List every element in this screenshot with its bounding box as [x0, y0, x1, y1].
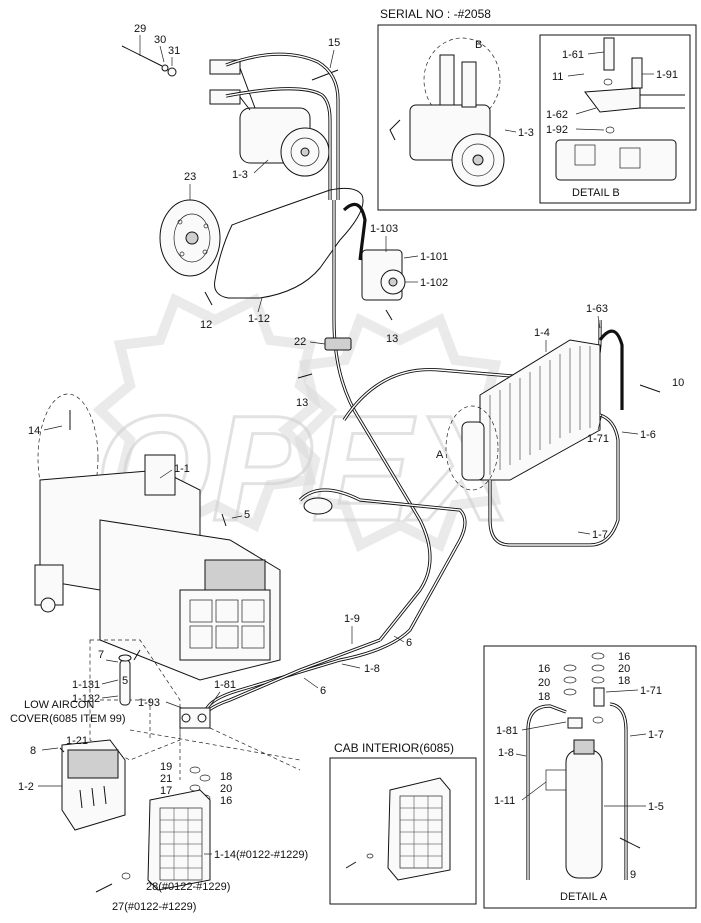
callout-a-20-right: 20	[618, 663, 630, 675]
lower-left-parts: 7 5 1-131 1-132 LOW AIRCON COVER(6085 IT…	[10, 639, 181, 831]
callout-a-1-5: 1-5	[648, 801, 664, 813]
cab-interior-inset: CAB INTERIOR(6085)	[329, 741, 477, 905]
callout-1-1: 1-1	[174, 463, 190, 475]
callout-17: 17	[160, 785, 172, 797]
callout-1-3-serial: 1-3	[518, 127, 534, 139]
callout-21: 21	[160, 773, 172, 785]
callout-22: 22	[294, 336, 306, 348]
callout-a-1-71: 1-71	[640, 685, 662, 697]
callout-1-132: 1-132	[72, 693, 100, 705]
callout-13-lower: 13	[296, 397, 308, 409]
callout-1-3-main: 1-3	[232, 169, 248, 181]
callout-1-63: 1-63	[586, 303, 608, 315]
callout-1-91: 1-91	[656, 69, 678, 81]
callout-30: 30	[154, 34, 166, 46]
receiver-assembly: 1-103 1-101 1-102 13	[361, 223, 448, 345]
low-aircon-note-1: LOW AIRCON	[24, 699, 94, 711]
callout-1-92: 1-92	[546, 124, 568, 136]
callout-5-lower: 5	[122, 675, 128, 687]
detail-b-title: DETAIL B	[572, 187, 620, 199]
callout-31: 31	[168, 45, 180, 57]
callout-a-18-left: 18	[538, 691, 550, 703]
callout-1-71-main: 1-71	[587, 433, 609, 445]
callout-1-62: 1-62	[546, 109, 568, 121]
callout-18-main: 18	[220, 771, 232, 783]
hvac-unit: 14 1-1 5	[28, 393, 281, 681]
callout-1-8-main: 1-8	[364, 663, 380, 675]
callout-16-main: 16	[220, 795, 232, 807]
callout-29: 29	[134, 23, 146, 35]
detail-a-title: DETAIL A	[560, 891, 608, 903]
callout-1-93: 1-93	[138, 697, 160, 709]
valve-and-cover: 1-93 1-81 19 21 17 18 20 16 1-14(#0122-#…	[95, 679, 308, 913]
callout-23: 23	[184, 171, 196, 183]
serial-no-inset: SERIAL NO : -#2058 DETAIL B B 1-3 1-61 1…	[377, 7, 697, 211]
detail-a-inset: DETAIL A 16 20 18 16 20 18 1-71 1-81 1-7…	[483, 645, 697, 909]
callout-a-16-left: 16	[538, 663, 550, 675]
callout-1-12: 1-12	[248, 313, 270, 325]
callout-11: 11	[552, 71, 563, 83]
detail-b-marker: B	[475, 39, 482, 51]
callout-a-1-7: 1-7	[648, 729, 664, 741]
callout-1-14: 1-14(#0122-#1229)	[214, 849, 308, 861]
callout-1-2: 1-2	[18, 781, 34, 793]
callout-20-main: 20	[220, 783, 232, 795]
callout-8: 8	[30, 745, 36, 757]
callout-1-21: 1-21	[66, 735, 88, 747]
callout-10: 10	[672, 377, 684, 389]
pulley-belt: 23 12 1-12	[159, 171, 364, 331]
callout-1-9: 1-9	[344, 613, 360, 625]
detail-a-marker: A	[436, 449, 444, 461]
callout-1-61: 1-61	[562, 49, 584, 61]
callout-14: 14	[28, 425, 40, 437]
callout-1-6: 1-6	[640, 429, 656, 441]
callout-12: 12	[200, 319, 212, 331]
callout-28: 28(#0122-#1229)	[146, 881, 230, 893]
callout-1-4: 1-4	[534, 327, 550, 339]
serial-no-label: SERIAL NO : -#2058	[380, 7, 491, 21]
callout-27: 27(#0122-#1229)	[112, 901, 196, 913]
callout-19: 19	[160, 761, 172, 773]
callout-a-16-right: 16	[618, 651, 630, 663]
cab-interior-title: CAB INTERIOR(6085)	[334, 741, 454, 755]
callout-1-131: 1-131	[72, 679, 100, 691]
callout-a-1-11: 1-11	[494, 795, 515, 807]
callout-15: 15	[328, 37, 340, 49]
low-aircon-note-2: COVER(6085 ITEM 99)	[10, 713, 126, 725]
callout-1-102: 1-102	[420, 277, 448, 289]
callout-7: 7	[98, 649, 104, 661]
callout-a-1-8: 1-8	[498, 747, 514, 759]
callout-5-upper: 5	[244, 509, 250, 521]
compressor-assembly: 29 30 31 1-3 15	[121, 23, 340, 200]
callout-13-upper: 13	[386, 333, 398, 345]
callout-a-18-right: 18	[618, 675, 630, 687]
callout-a-1-81: 1-81	[496, 725, 518, 737]
callout-6-lower: 6	[320, 685, 326, 697]
callout-a-20-left: 20	[538, 677, 550, 689]
callout-1-103: 1-103	[370, 223, 398, 235]
condenser-assembly: 1-4 1-63 10 1-71 1-6 1-7 A	[436, 303, 684, 547]
callout-a-9: 9	[630, 869, 636, 881]
callout-1-81-main: 1-81	[214, 679, 236, 691]
callout-1-101: 1-101	[420, 251, 448, 263]
callout-1-7-main: 1-7	[592, 529, 608, 541]
callout-6-upper: 6	[406, 637, 412, 649]
